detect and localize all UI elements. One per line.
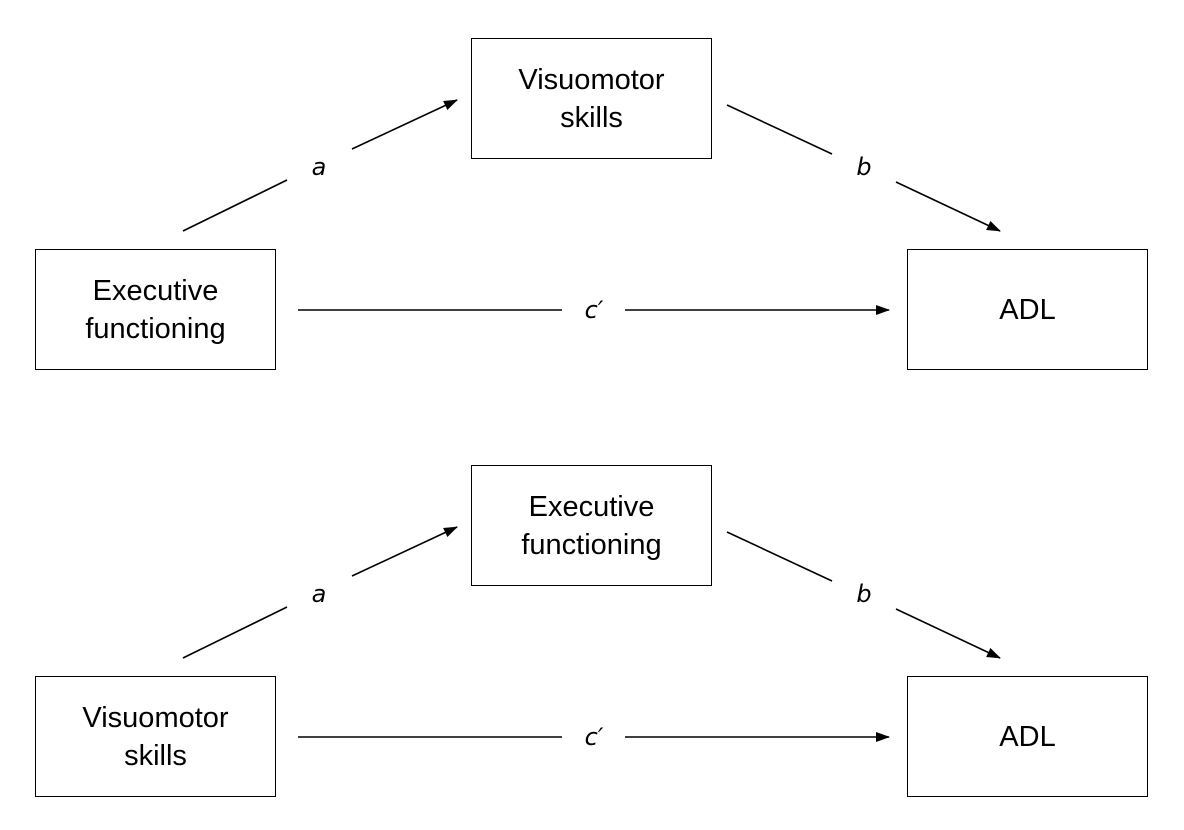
mediator-label: Executive functioning: [521, 490, 662, 561]
path-b-arrow: [895, 608, 1001, 659]
predictor-label: Executive functioning: [85, 274, 226, 345]
path-a-label: a: [312, 580, 327, 608]
path-b-label: b: [856, 153, 871, 181]
path-a-arrow: [351, 99, 458, 150]
diagram-edges: a b c′: [182, 526, 1001, 751]
predictor-box: Visuomotor skills: [35, 676, 276, 797]
mediator-box: Visuomotor skills: [471, 38, 712, 159]
mediation-diagram-top: a b c′ Visuomotor skills Executive funct…: [0, 0, 1184, 380]
path-b-arrow: [895, 181, 1001, 232]
path-a-arrow: [351, 526, 458, 577]
path-b-line-upper: [726, 104, 833, 155]
predictor-label: Visuomotor skills: [82, 701, 229, 772]
outcome-box: ADL: [907, 676, 1148, 797]
outcome-label: ADL: [999, 720, 1056, 753]
outcome-label: ADL: [999, 293, 1056, 326]
mediator-label: Visuomotor skills: [518, 63, 665, 134]
mediator-box: Executive functioning: [471, 465, 712, 586]
path-c-prime-label: c′: [585, 296, 604, 324]
path-c-prime-label: c′: [585, 723, 604, 751]
path-a-label: a: [312, 153, 327, 181]
mediation-diagram-bottom: a b c′ Executive functioning Visuomotor …: [0, 427, 1184, 807]
path-b-line-upper: [726, 531, 833, 582]
outcome-box: ADL: [907, 249, 1148, 370]
path-a-line-lower: [182, 606, 288, 659]
diagram-edges: a b c′: [182, 99, 1001, 324]
path-b-label: b: [856, 580, 871, 608]
path-a-line-lower: [182, 179, 288, 232]
predictor-box: Executive functioning: [35, 249, 276, 370]
